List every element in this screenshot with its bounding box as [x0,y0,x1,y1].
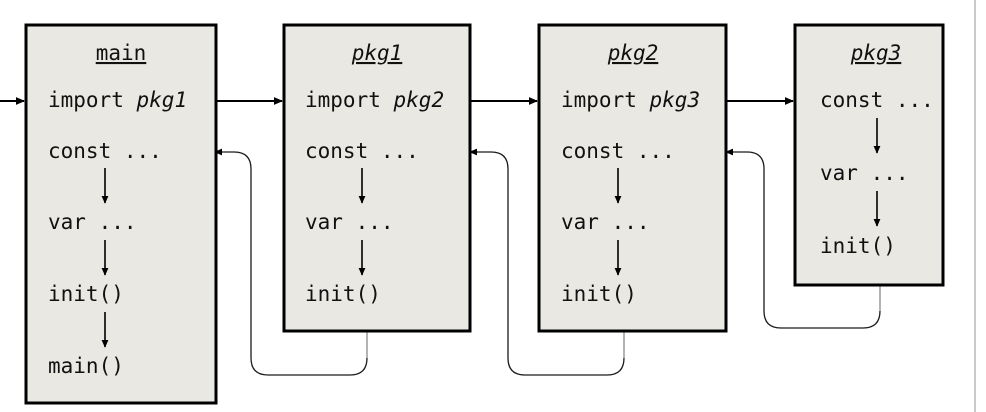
package-box-pkg1[interactable]: pkg1 import pkg2 const ... var ... init(… [282,23,472,333]
row-main-main: main() [48,354,124,378]
row-const-pkg2: const ... [561,139,675,163]
row-import-pkg2-keyword: import [561,88,650,112]
package-title-main: main [96,41,147,65]
row-import-pkg1-keyword: import [305,88,394,112]
row-var-pkg1: var ... [305,210,394,234]
package-rect-pkg2 [537,23,728,333]
package-title-pkg1: pkg1 [351,41,403,65]
package-box-main[interactable]: main import pkg1 const ... var ... init(… [24,23,218,405]
package-title-pkg3: pkg3 [850,41,902,65]
return-arrow-pkg3-to-pkg2 [725,148,881,329]
row-var-pkg2: var ... [561,210,650,234]
package-rect-pkg1 [282,23,472,333]
row-init-pkg3: init() [820,234,896,258]
row-init-main: init() [48,282,124,306]
row-var-main: var ... [48,210,137,234]
package-rect-main [24,23,218,405]
package-box-pkg3[interactable]: pkg3 const ... var ... init() [793,23,945,287]
package-box-pkg2[interactable]: pkg2 import pkg3 const ... var ... init(… [537,23,728,333]
row-import-pkg2-pkgname: pkg3 [649,88,701,112]
row-import-main-keyword: import [48,88,137,112]
row-const-pkg3: const ... [820,88,934,112]
row-import-pkg1: import pkg2 [305,88,444,112]
row-import-main-pkgname: pkg1 [136,88,188,112]
row-import-pkg2: import pkg3 [561,88,700,112]
row-import-main: import pkg1 [48,88,187,112]
row-init-pkg2: init() [561,282,637,306]
row-import-pkg1-pkgname: pkg2 [393,88,445,112]
row-const-pkg1: const ... [305,139,419,163]
package-rect-pkg3 [793,23,945,287]
row-const-main: const ... [48,139,162,163]
return-arrow-pkg1-to-main [214,148,368,376]
package-title-pkg2: pkg2 [607,41,659,65]
row-var-pkg3: var ... [820,161,909,185]
row-init-pkg1: init() [305,282,381,306]
return-arrow-pkg2-to-pkg1 [469,148,625,376]
